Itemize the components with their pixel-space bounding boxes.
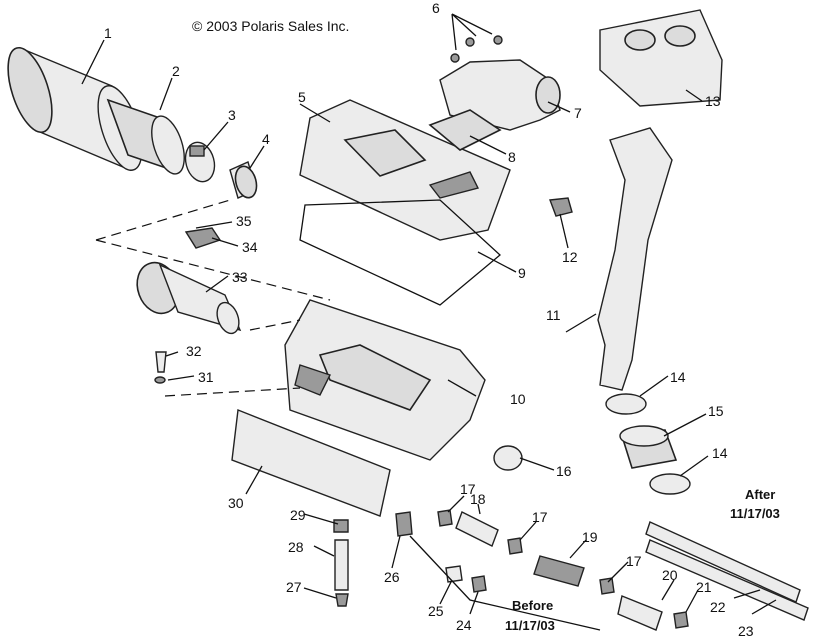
tube-23: [645, 539, 809, 621]
sleeve-4: [229, 161, 258, 199]
leader-lines: [81, 13, 777, 615]
callout-10: 10: [510, 391, 526, 407]
callout-7: 7: [574, 105, 582, 121]
callout-34: 34: [242, 239, 258, 255]
clamp-29: [333, 519, 349, 533]
intake-boot-33: [136, 261, 242, 335]
callout-35: 35: [236, 213, 252, 229]
cover-13: [599, 9, 723, 107]
callout-20: 20: [662, 567, 678, 583]
callout-25: 25: [428, 603, 444, 619]
plug-27: [335, 593, 349, 607]
hose-18: [455, 511, 499, 547]
plug-25: [445, 565, 463, 583]
callout-17-b: 17: [532, 509, 548, 525]
callout-23: 23: [738, 623, 754, 639]
callout-17-a: 17: [460, 481, 476, 497]
before-note-line1: Before: [512, 598, 553, 613]
hose-line: [409, 535, 601, 631]
fitting-26: [395, 511, 413, 537]
clamp-14-upper: [605, 393, 647, 415]
callout-24: 24: [456, 617, 472, 633]
callout-5: 5: [298, 89, 306, 105]
callout-12: 12: [562, 249, 578, 265]
callout-28: 28: [288, 539, 304, 555]
callout-26: 26: [384, 569, 400, 585]
valve-19: [533, 555, 585, 587]
boot-tube: [597, 127, 673, 391]
callout-6: 6: [432, 0, 440, 16]
callout-8: 8: [508, 149, 516, 165]
clamp-17-b: [507, 537, 523, 555]
copyright-text: © 2003 Polaris Sales Inc.: [192, 18, 349, 34]
clip-12: [549, 197, 573, 217]
sensor-34: [184, 227, 222, 249]
clamp-3: [184, 141, 216, 183]
airbox: [284, 299, 486, 461]
callout-29: 29: [290, 507, 306, 523]
reference-line-3: [164, 387, 301, 397]
callout-30: 30: [228, 495, 244, 511]
callout-14-b: 14: [712, 445, 728, 461]
callout-27: 27: [286, 579, 302, 595]
clamp-14-lower: [649, 473, 691, 495]
callout-2: 2: [172, 63, 180, 79]
callout-19: 19: [582, 529, 598, 545]
clamp-17-c: [599, 577, 615, 595]
callout-13: 13: [705, 93, 721, 109]
callout-3: 3: [228, 107, 236, 123]
intake-duct: [428, 59, 561, 151]
callout-1: 1: [104, 25, 112, 41]
clamp-24: [471, 575, 487, 593]
before-note-line2: 11/17/03: [505, 618, 555, 633]
reference-line-4: [249, 319, 301, 331]
clamp-16: [493, 445, 523, 471]
callout-32: 32: [186, 343, 202, 359]
lid-gasket: [299, 199, 501, 306]
clamp-17-a: [437, 509, 453, 527]
bolt-32: [155, 351, 167, 373]
filter-coupler: [106, 98, 185, 175]
callout-15: 15: [708, 403, 724, 419]
after-note-line2: 11/17/03: [730, 506, 780, 521]
callout-33: 33: [232, 269, 248, 285]
filter-pad-30: [231, 409, 391, 517]
after-note-line1: After: [745, 487, 775, 502]
callout-18: 18: [470, 491, 486, 507]
callout-21: 21: [696, 579, 712, 595]
washer-31: [154, 376, 166, 384]
callout-16: 16: [556, 463, 572, 479]
callout-17-c: 17: [626, 553, 642, 569]
screws-6: [450, 35, 503, 63]
callout-31: 31: [198, 369, 214, 385]
callout-9: 9: [518, 265, 526, 281]
clamp-21: [673, 611, 689, 629]
drain-tube-28: [334, 539, 349, 591]
callout-14-a: 14: [670, 369, 686, 385]
hose-20: [617, 595, 663, 631]
tube-22: [645, 521, 801, 603]
callout-11: 11: [546, 307, 561, 323]
callout-4: 4: [262, 131, 270, 147]
coupler-15: [619, 425, 678, 469]
callout-22: 22: [710, 599, 726, 615]
airbox-lid: [299, 99, 511, 241]
reference-line-1: [95, 199, 231, 241]
reference-line-2: [95, 239, 331, 301]
